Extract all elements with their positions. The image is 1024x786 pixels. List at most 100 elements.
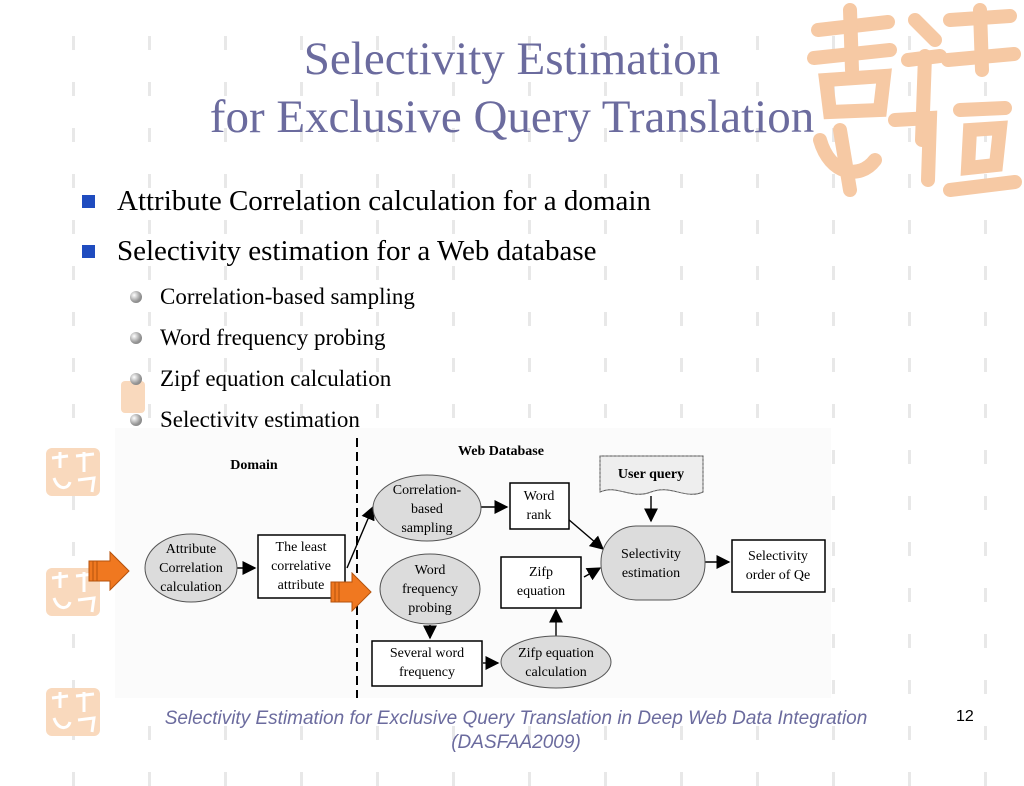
background-tick: [72, 312, 75, 326]
background-tick: [832, 542, 835, 556]
node-text: correlative: [271, 559, 331, 574]
background-tick: [376, 220, 379, 234]
background-tick: [908, 726, 911, 740]
background-tick: [72, 680, 75, 694]
background-tick: [72, 772, 75, 786]
node-correlation-based-sampling: Correlation- based sampling: [372, 474, 482, 542]
node-text: order of Qe: [746, 568, 811, 583]
background-tick: [72, 358, 75, 372]
background-tick: [604, 174, 607, 188]
background-tick: [984, 312, 987, 326]
node-zifp-equation: Zifp equation: [500, 556, 582, 609]
node-text: based: [411, 502, 443, 517]
background-tick: [300, 726, 303, 740]
background-tick: [832, 128, 835, 142]
background-tick: [908, 220, 911, 234]
bullet-text: Attribute Correlation calculation for a …: [117, 184, 651, 217]
background-tick: [224, 128, 227, 142]
background-tick: [376, 404, 379, 418]
background-tick: [376, 36, 379, 50]
bullet-item: Selectivity estimation for a Web databas…: [82, 226, 651, 276]
background-tick: [528, 266, 531, 280]
background-tick: [528, 174, 531, 188]
sub-bullet-item: Zipf equation calculation: [130, 358, 651, 399]
square-bullet-icon: [82, 194, 95, 208]
background-tick: [832, 174, 835, 188]
background-tick: [148, 82, 151, 96]
background-tick: [832, 680, 835, 694]
background-tick: [756, 772, 759, 786]
background-tick: [376, 128, 379, 142]
sub-bullet-text: Zipf equation calculation: [160, 365, 392, 391]
node-text: Correlation-: [393, 483, 462, 498]
background-tick: [832, 266, 835, 280]
background-tick: [984, 588, 987, 602]
background-tick: [908, 174, 911, 188]
background-tick: [452, 404, 455, 418]
background-tick: [680, 128, 683, 142]
node-text: attribute: [278, 578, 325, 593]
background-tick: [756, 220, 759, 234]
background-tick: [680, 36, 683, 50]
node-text: The least: [276, 540, 327, 555]
background-tick: [72, 128, 75, 142]
background-tick: [224, 174, 227, 188]
background-tick: [528, 82, 531, 96]
pointer-arrow-icon: [88, 551, 130, 591]
slide-title-line1: Selectivity Estimation: [303, 33, 721, 85]
footer-line2: (DASFAA2009): [451, 732, 581, 753]
background-tick: [528, 128, 531, 142]
background-tick: [604, 358, 607, 372]
background-tick: [756, 404, 759, 418]
background-tick: [300, 312, 303, 326]
node-text: Correlation: [159, 561, 223, 576]
background-tick: [376, 726, 379, 740]
background-tick: [300, 174, 303, 188]
sub-bullet-text: Selectivity estimation: [160, 406, 360, 432]
background-tick: [756, 128, 759, 142]
background-tick: [756, 36, 759, 50]
background-tick: [528, 358, 531, 372]
background-tick: [72, 496, 75, 510]
background-tick: [908, 128, 911, 142]
slide-title-line2: for Exclusive Query Translation: [209, 91, 815, 143]
background-tick: [224, 266, 227, 280]
background-tick: [452, 312, 455, 326]
background-tick: [832, 404, 835, 418]
background-tick: [376, 358, 379, 372]
round-bullet-icon: [130, 331, 142, 344]
background-tick: [224, 312, 227, 326]
node-text: frequency: [399, 665, 455, 680]
background-tick: [376, 82, 379, 96]
round-bullet-icon: [130, 290, 142, 303]
square-bullet-icon: [82, 244, 95, 258]
round-bullet-icon: [130, 413, 142, 426]
node-selectivity-order: Selectivity order of Qe: [731, 539, 826, 593]
node-text: Zifp: [529, 565, 553, 580]
background-tick: [528, 772, 531, 786]
background-tick: [528, 404, 531, 418]
background-tick: [680, 358, 683, 372]
node-text: User query: [618, 467, 684, 482]
background-tick: [72, 36, 75, 50]
background-tick: [832, 726, 835, 740]
background-tick: [72, 634, 75, 648]
background-tick: [148, 358, 151, 372]
background-tick: [528, 312, 531, 326]
background-tick: [604, 312, 607, 326]
flow-diagram: Domain Web Database Attribute Correlatio…: [115, 428, 831, 698]
seal-logo-small-3: [46, 688, 100, 736]
background-tick: [452, 266, 455, 280]
node-text: Word: [415, 563, 446, 578]
background-tick: [72, 404, 75, 418]
node-text: Selectivity: [621, 547, 681, 562]
node-text: probing: [408, 601, 452, 616]
background-tick: [224, 358, 227, 372]
background-tick: [984, 450, 987, 464]
background-tick: [680, 726, 683, 740]
background-tick: [984, 266, 987, 280]
pointer-arrow-icon: [330, 572, 372, 612]
node-text: sampling: [401, 521, 452, 536]
domain-section-label: Domain: [230, 458, 278, 473]
footer-line1: Selectivity Estimation for Exclusive Que…: [164, 708, 868, 729]
